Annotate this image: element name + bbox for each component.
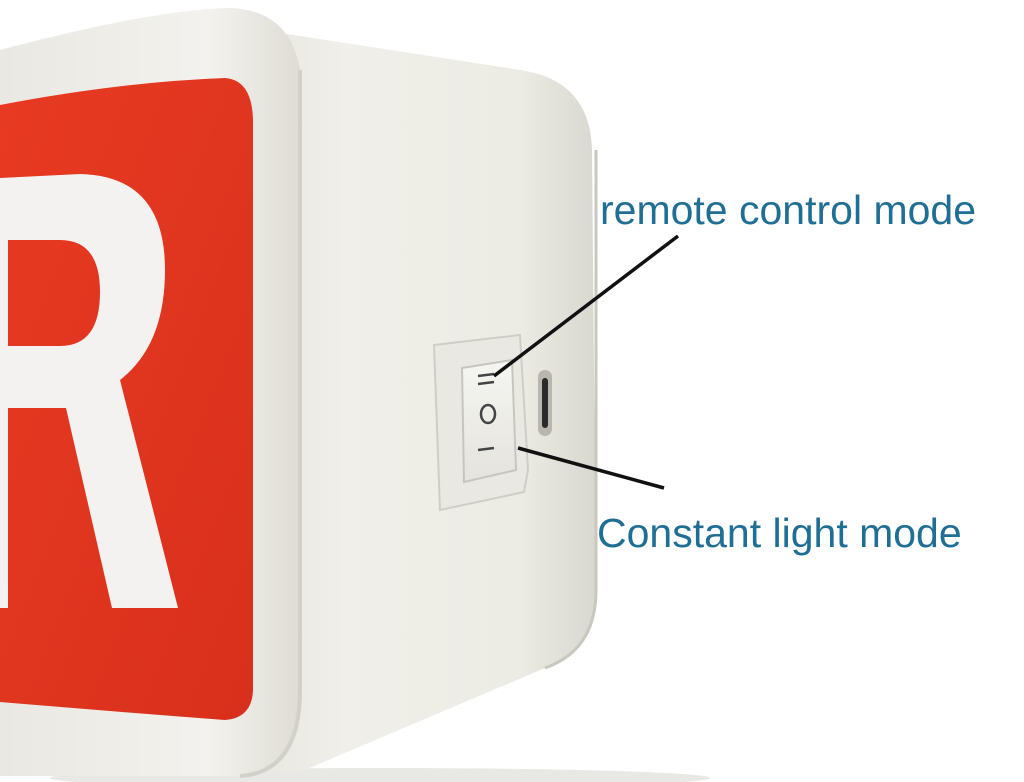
letter-r-glyph (0, 174, 178, 608)
charging-port (538, 370, 552, 436)
housing-side (210, 22, 598, 772)
constant-light-mode-label: Constant light mode (597, 510, 962, 556)
remote-control-mode-label: remote control mode (600, 187, 977, 233)
switch-middle-symbol (479, 403, 497, 425)
red-sign-panel (0, 78, 253, 720)
rocker-switch[interactable] (432, 333, 530, 512)
callout-lines (492, 234, 680, 490)
switch-bottom-symbol (477, 446, 495, 452)
remote-callout-line (492, 234, 680, 378)
switch-top-symbol (477, 372, 495, 378)
constant-callout-line (517, 446, 665, 490)
